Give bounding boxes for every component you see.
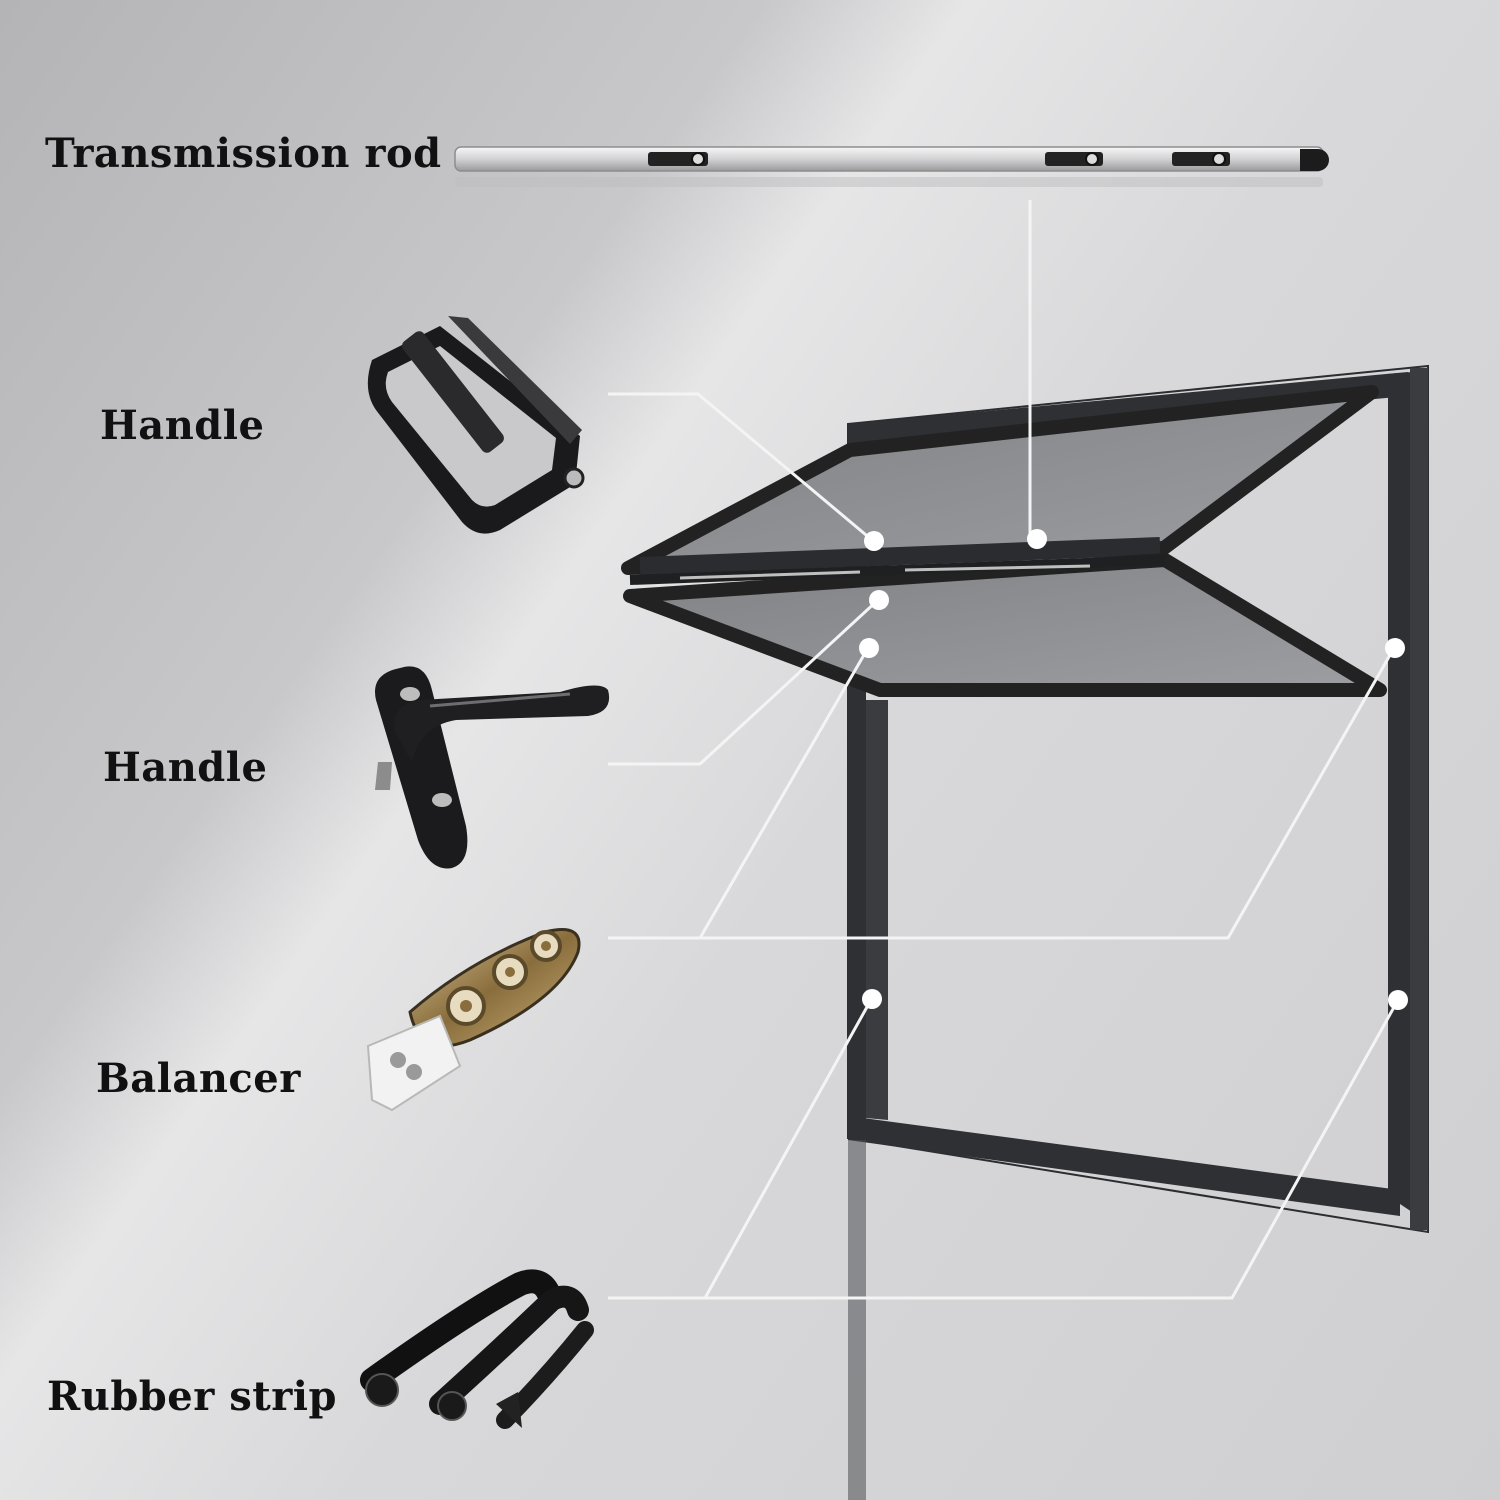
dot-handle-pull bbox=[864, 531, 884, 551]
leader-balancer-left bbox=[608, 647, 870, 940]
rubber-strip-icon bbox=[360, 1269, 594, 1429]
leader-handle-lever bbox=[608, 598, 880, 766]
dot-balancer-left bbox=[859, 638, 879, 658]
dot-rubber-left bbox=[862, 989, 882, 1009]
leader-handle-pull bbox=[608, 392, 873, 542]
label-handle-lever: Handle bbox=[103, 744, 268, 791]
dot-transmission-rod bbox=[1027, 529, 1047, 549]
leader-rubber-right bbox=[705, 999, 1400, 1300]
leader-rubber-left bbox=[608, 997, 874, 1300]
label-handle-pull: Handle bbox=[100, 402, 265, 449]
transmission-rod-icon bbox=[454, 146, 1329, 187]
leader-balancer-right bbox=[700, 647, 1396, 940]
label-balancer: Balancer bbox=[96, 1055, 301, 1102]
leader-lines bbox=[608, 200, 1400, 1300]
lever-handle-icon bbox=[375, 666, 610, 869]
pull-handle-icon bbox=[367, 316, 585, 534]
dot-handle-lever bbox=[869, 590, 889, 610]
leader-dots bbox=[859, 529, 1408, 1010]
dot-rubber-right bbox=[1388, 990, 1408, 1010]
label-transmission-rod: Transmission rod bbox=[45, 130, 442, 177]
label-rubber-strip: Rubber strip bbox=[47, 1373, 337, 1420]
balancer-icon bbox=[366, 928, 581, 1112]
window-frame bbox=[621, 364, 1429, 1500]
dot-balancer-right bbox=[1385, 638, 1405, 658]
